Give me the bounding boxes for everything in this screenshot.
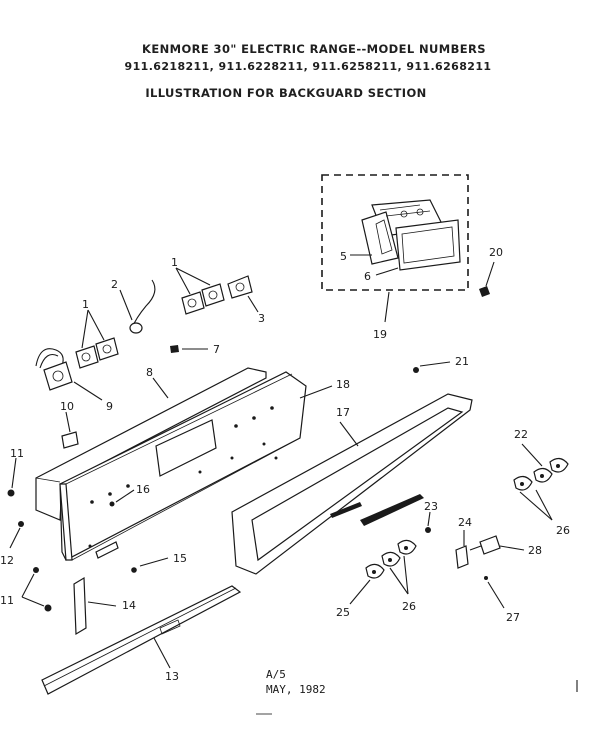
item-14-bracket <box>73 576 87 636</box>
callout-25: 25 <box>336 606 350 619</box>
callout-6: 6 <box>364 270 371 283</box>
callout-20: 20 <box>489 246 503 259</box>
item-27-screw <box>484 576 488 580</box>
callout-21: 21 <box>455 355 469 368</box>
clock-timer-assembly <box>361 199 461 271</box>
callout-11-upper: 11 <box>10 447 24 460</box>
callout-15: 15 <box>173 552 187 565</box>
item-24-switch <box>455 535 501 569</box>
callout-5: 5 <box>340 250 347 263</box>
item-17-frame <box>231 393 473 575</box>
callout-23: 23 <box>424 500 438 513</box>
callout-8: 8 <box>146 366 153 379</box>
callout-13: 13 <box>165 670 179 683</box>
callout-16: 16 <box>136 483 150 496</box>
panel-holes <box>88 406 278 548</box>
callout-26-right: 26 <box>556 524 570 537</box>
callout-11-lower: 11 <box>0 594 14 607</box>
callout-3: 3 <box>258 312 265 325</box>
callout-27: 27 <box>506 611 520 624</box>
callout-9: 9 <box>106 400 113 413</box>
callout-18: 18 <box>336 378 350 391</box>
upper-switches <box>181 275 253 315</box>
model-numbers: 911.6218211, 911.6228211, 911.6258211, 9… <box>124 60 492 73</box>
item-16-screw <box>109 501 115 507</box>
callout-26-lower: 26 <box>402 600 416 613</box>
item-7-screw <box>170 345 179 353</box>
item-23-screw <box>425 527 431 533</box>
left-screws <box>7 489 52 612</box>
diagram-subtitle: ILLUSTRATION FOR BACKGUARD SECTION <box>145 86 427 100</box>
callout-12: 12 <box>0 554 14 567</box>
callout-14: 14 <box>122 599 136 612</box>
backguard-panel <box>35 367 307 561</box>
lower-switches <box>75 337 119 369</box>
right-knobs <box>513 457 569 491</box>
publication-date: MAY, 1982 <box>266 683 326 696</box>
callout-1-lower: 1 <box>82 298 89 311</box>
callout-1-upper: 1 <box>171 256 178 269</box>
item-2-wire <box>131 279 156 329</box>
page-code: A/5 <box>266 668 286 681</box>
item-28-part <box>479 535 501 555</box>
callout-19: 19 <box>373 328 387 341</box>
diagram-title: KENMORE 30" ELECTRIC RANGE--MODEL NUMBER… <box>142 42 486 56</box>
callout-22: 22 <box>514 428 528 441</box>
callout-7: 7 <box>213 343 220 356</box>
item-20-part <box>479 286 490 297</box>
callout-2: 2 <box>111 278 118 291</box>
item-3-switch <box>227 275 253 299</box>
item-10-bracket <box>61 431 79 449</box>
bottom-knobs <box>365 539 417 579</box>
inset-box <box>321 174 469 291</box>
callout-17: 17 <box>336 406 350 419</box>
item-15-screw <box>131 567 137 573</box>
callout-24: 24 <box>458 516 472 529</box>
item-21-screw <box>413 367 419 373</box>
item-13-trim <box>41 585 242 695</box>
callout-10: 10 <box>60 400 74 413</box>
panel-window <box>155 419 217 477</box>
callout-28: 28 <box>528 544 542 557</box>
item-9-motor <box>35 348 73 391</box>
